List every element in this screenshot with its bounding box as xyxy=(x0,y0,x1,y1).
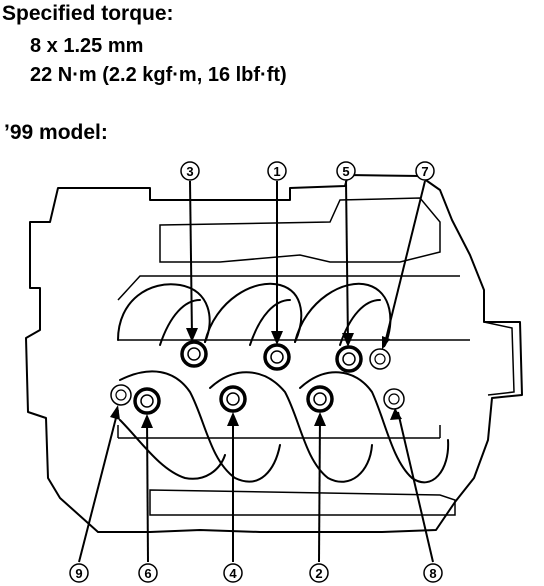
callout-9: 9 xyxy=(69,563,89,583)
bolt-3 xyxy=(180,340,208,368)
svg-text:6: 6 xyxy=(144,566,151,581)
model-label: ’99 model: xyxy=(4,121,108,144)
bolt-2 xyxy=(306,385,334,413)
bolt-9 xyxy=(110,384,132,406)
svg-text:8: 8 xyxy=(429,566,436,581)
callout-7: 7 xyxy=(415,161,435,181)
svg-text:2: 2 xyxy=(315,566,322,581)
callout-3: 3 xyxy=(180,161,200,181)
callout-4: 4 xyxy=(223,563,243,583)
leader-arrows xyxy=(78,180,434,563)
plenum-ridge xyxy=(117,275,460,301)
spec-title: Specified torque: xyxy=(2,2,174,25)
bolt-size: 8 x 1.25 mm xyxy=(30,35,144,57)
bolt-4 xyxy=(219,385,247,413)
svg-text:4: 4 xyxy=(229,566,237,581)
bolt-7 xyxy=(369,348,391,370)
gasket-line xyxy=(117,425,441,438)
bolt-1 xyxy=(263,343,291,371)
callout-1: 1 xyxy=(267,161,287,181)
callout-6: 6 xyxy=(138,563,158,583)
lower-runners xyxy=(119,370,450,484)
callout-2: 2 xyxy=(309,563,329,583)
svg-text:5: 5 xyxy=(342,164,349,179)
right-mount xyxy=(483,321,515,396)
svg-text:9: 9 xyxy=(75,566,82,581)
svg-text:1: 1 xyxy=(273,164,280,179)
callout-8: 8 xyxy=(423,563,443,583)
svg-text:7: 7 xyxy=(421,164,428,179)
bottom-rail xyxy=(118,437,456,516)
bolt-5 xyxy=(335,345,363,373)
bolt-8 xyxy=(383,388,405,410)
bolt-6 xyxy=(133,387,161,415)
torque-value: 22 N·m (2.2 kgf·m, 16 lbf·ft) xyxy=(30,64,287,86)
callout-5: 5 xyxy=(336,161,356,181)
top-flange xyxy=(159,197,441,263)
svg-text:3: 3 xyxy=(186,164,193,179)
